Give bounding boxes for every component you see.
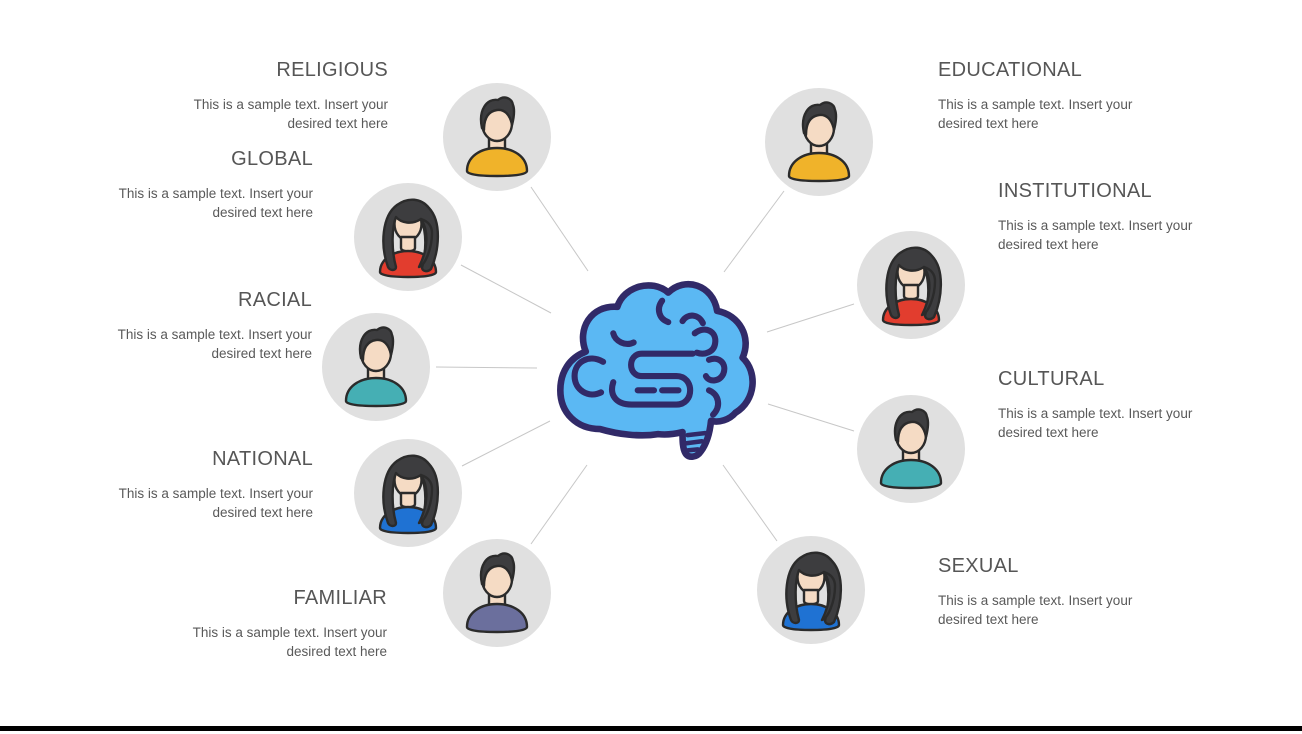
item-title: EDUCATIONAL xyxy=(938,59,1083,81)
shirt xyxy=(879,458,943,490)
person-female-icon xyxy=(354,183,462,291)
avatar-familiar xyxy=(443,539,551,647)
avatar-educational xyxy=(765,88,873,196)
label-cultural: CULTURAL This is a sample text. Insert y… xyxy=(998,368,1223,442)
person-male-icon xyxy=(443,83,551,191)
person-male-icon xyxy=(765,88,873,196)
shirt xyxy=(465,602,529,634)
connector-line-racial xyxy=(435,366,538,369)
item-body: This is a sample text. Insert your desir… xyxy=(118,186,313,220)
footer-bar xyxy=(0,726,1302,731)
brain-icon xyxy=(542,270,766,474)
person-male-icon xyxy=(857,395,965,503)
connector-line-familiar xyxy=(530,464,588,545)
shirt xyxy=(465,146,529,178)
item-body: This is a sample text. Insert your desir… xyxy=(938,97,1133,131)
connector-line-educational xyxy=(723,190,785,273)
person-male-icon xyxy=(322,313,430,421)
label-institutional: INSTITUTIONAL This is a sample text. Ins… xyxy=(998,180,1223,254)
item-title: CULTURAL xyxy=(998,368,1105,390)
avatar-national xyxy=(354,439,462,547)
item-body: This is a sample text. Insert your desir… xyxy=(118,486,313,520)
label-global: GLOBAL This is a sample text. Insert you… xyxy=(83,148,313,222)
label-national: NATIONAL This is a sample text. Insert y… xyxy=(83,448,313,522)
item-body: This is a sample text. Insert your desir… xyxy=(998,218,1193,252)
avatar-sexual xyxy=(757,536,865,644)
connector-line-sexual xyxy=(722,464,778,542)
item-title: GLOBAL xyxy=(231,148,313,170)
avatar-religious xyxy=(443,83,551,191)
connector-line-religious xyxy=(530,186,589,272)
label-racial: RACIAL This is a sample text. Insert you… xyxy=(82,289,312,363)
item-title: RACIAL xyxy=(237,289,312,311)
shirt xyxy=(787,151,851,183)
item-title: SEXUAL xyxy=(938,555,1019,577)
item-title: FAMILIAR xyxy=(293,587,387,609)
label-educational: EDUCATIONAL This is a sample text. Inser… xyxy=(938,59,1163,133)
person-female-icon xyxy=(757,536,865,644)
connector-line-national xyxy=(461,420,551,467)
connector-line-global xyxy=(460,264,552,314)
connector-line-institutional xyxy=(766,303,855,333)
item-body: This is a sample text. Insert your desir… xyxy=(117,327,312,361)
label-religious: RELIGIOUS This is a sample text. Insert … xyxy=(158,59,388,133)
avatar-institutional xyxy=(857,231,965,339)
item-title: RELIGIOUS xyxy=(276,59,388,81)
item-title: NATIONAL xyxy=(212,448,313,470)
avatar-cultural xyxy=(857,395,965,503)
label-sexual: SEXUAL This is a sample text. Insert you… xyxy=(938,555,1163,629)
label-familiar: FAMILIAR This is a sample text. Insert y… xyxy=(157,587,387,661)
person-male-icon xyxy=(443,539,551,647)
item-body: This is a sample text. Insert your desir… xyxy=(193,97,388,131)
item-body: This is a sample text. Insert your desir… xyxy=(998,406,1193,440)
item-body: This is a sample text. Insert your desir… xyxy=(938,593,1133,627)
item-body: This is a sample text. Insert your desir… xyxy=(192,625,387,659)
item-title: INSTITUTIONAL xyxy=(998,180,1152,202)
brain-svg xyxy=(557,280,756,460)
avatar-racial xyxy=(322,313,430,421)
avatar-global xyxy=(354,183,462,291)
person-female-icon xyxy=(857,231,965,339)
shirt xyxy=(344,376,408,408)
person-female-icon xyxy=(354,439,462,547)
connector-line-cultural xyxy=(767,403,855,432)
